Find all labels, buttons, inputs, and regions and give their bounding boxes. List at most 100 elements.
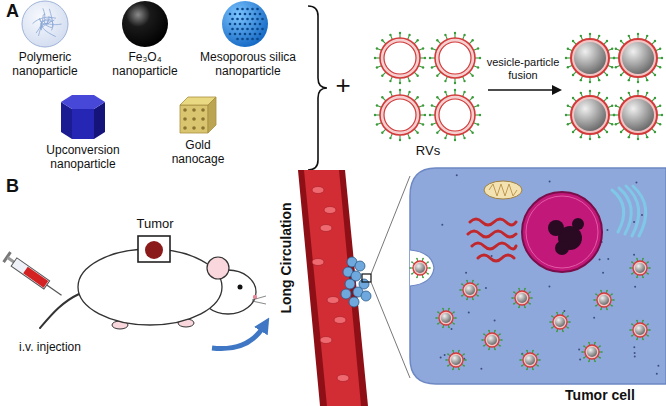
membrane-protein (454, 139, 456, 141)
vesicle-lumen (439, 99, 471, 131)
membrane-protein (637, 90, 639, 92)
membrane-protein (494, 349, 496, 351)
speck (633, 346, 635, 348)
membrane-protein (649, 329, 651, 331)
membrane-protein (463, 365, 465, 367)
membrane-protein (601, 351, 603, 353)
membrane-protein (399, 139, 401, 141)
membrane-protein (606, 290, 608, 292)
membrane-coat (571, 39, 609, 77)
particle-label: Mesoporous silica nanoparticle (193, 50, 303, 78)
membrane-coat (485, 333, 499, 347)
membrane-protein (661, 114, 663, 116)
membrane-protein (611, 293, 613, 295)
cage-holes (183, 108, 205, 130)
membrane-protein (463, 353, 465, 355)
membrane-protein (654, 40, 656, 42)
membrane-protein (422, 104, 424, 106)
membrane-protein (477, 295, 479, 297)
membrane-protein (376, 66, 378, 68)
particle-core (587, 347, 597, 357)
membrane-protein (539, 359, 541, 361)
membrane-protein (628, 136, 630, 138)
membrane-protein (499, 345, 501, 347)
membrane-protein (599, 357, 601, 359)
plus-sign: + (335, 70, 350, 101)
membrane-protein (454, 82, 456, 84)
membrane-protein (595, 305, 597, 307)
membrane-protein (429, 267, 431, 269)
cage-hole (183, 126, 187, 130)
speck (634, 356, 636, 358)
particle-core (635, 325, 645, 335)
membrane-coat (523, 353, 537, 367)
membrane-protein (569, 321, 571, 323)
red-blood-cell (320, 337, 332, 344)
membrane-protein (526, 350, 528, 352)
membrane-protein (488, 349, 490, 351)
tumor-cell-small (355, 261, 365, 271)
membrane-protein (477, 104, 479, 106)
membrane-protein (519, 359, 521, 361)
pore (249, 23, 252, 26)
membrane-protein (642, 258, 644, 260)
particle-label: Polymeric nanoparticle (2, 50, 88, 78)
red-blood-cell (334, 317, 346, 324)
membrane-protein (537, 365, 539, 367)
membrane-protein (589, 138, 591, 140)
membrane-protein (422, 277, 424, 279)
membrane-protein (477, 66, 479, 68)
membrane-protein (408, 137, 410, 139)
speck (599, 259, 601, 261)
membrane-protein (598, 136, 600, 138)
pore (259, 13, 262, 16)
speck (548, 285, 550, 287)
speck (440, 357, 442, 359)
membrane-protein (437, 311, 439, 313)
iron-oxide-particle (122, 1, 168, 47)
membrane-protein (589, 90, 591, 92)
zoom-box (362, 274, 371, 282)
membrane-protein (518, 307, 520, 309)
membrane-protein (646, 92, 648, 94)
gold-nanocage (180, 97, 216, 133)
cage-hole (183, 117, 187, 121)
membrane-protein (659, 66, 661, 68)
membrane-protein (646, 35, 648, 37)
membrane-protein (453, 311, 455, 313)
speck (633, 221, 635, 223)
membrane-protein (620, 74, 622, 76)
cage-hole (192, 117, 196, 121)
particle-core (451, 355, 461, 365)
membrane-protein (409, 267, 411, 269)
particle-core (487, 335, 497, 345)
endocytic-pit (410, 250, 434, 286)
speck (563, 310, 565, 312)
membrane-protein (389, 80, 391, 82)
pore (241, 18, 244, 21)
vessel-label: Long Circulation (278, 202, 295, 313)
pore (254, 13, 257, 16)
syringe (2, 251, 65, 300)
membrane-protein (567, 105, 569, 107)
speck (465, 272, 467, 274)
membrane-protein (611, 66, 613, 68)
speck (607, 258, 609, 260)
speck (578, 348, 580, 350)
membrane-protein (549, 321, 551, 323)
membrane-protein (606, 309, 608, 311)
membrane-protein (416, 74, 418, 76)
membrane-protein (448, 308, 450, 310)
membrane-protein (452, 369, 454, 371)
membrane-protein (429, 57, 431, 59)
membrane-protein (513, 303, 515, 305)
membrane-protein (381, 74, 383, 76)
pore (246, 28, 249, 31)
membrane-protein (642, 320, 644, 322)
pore (254, 23, 257, 26)
vesicle (380, 95, 420, 135)
speck (606, 229, 608, 231)
membrane-protein (611, 305, 613, 307)
polymeric-particle (22, 1, 68, 47)
particle-label: Upconversion nanoparticle (37, 143, 129, 171)
